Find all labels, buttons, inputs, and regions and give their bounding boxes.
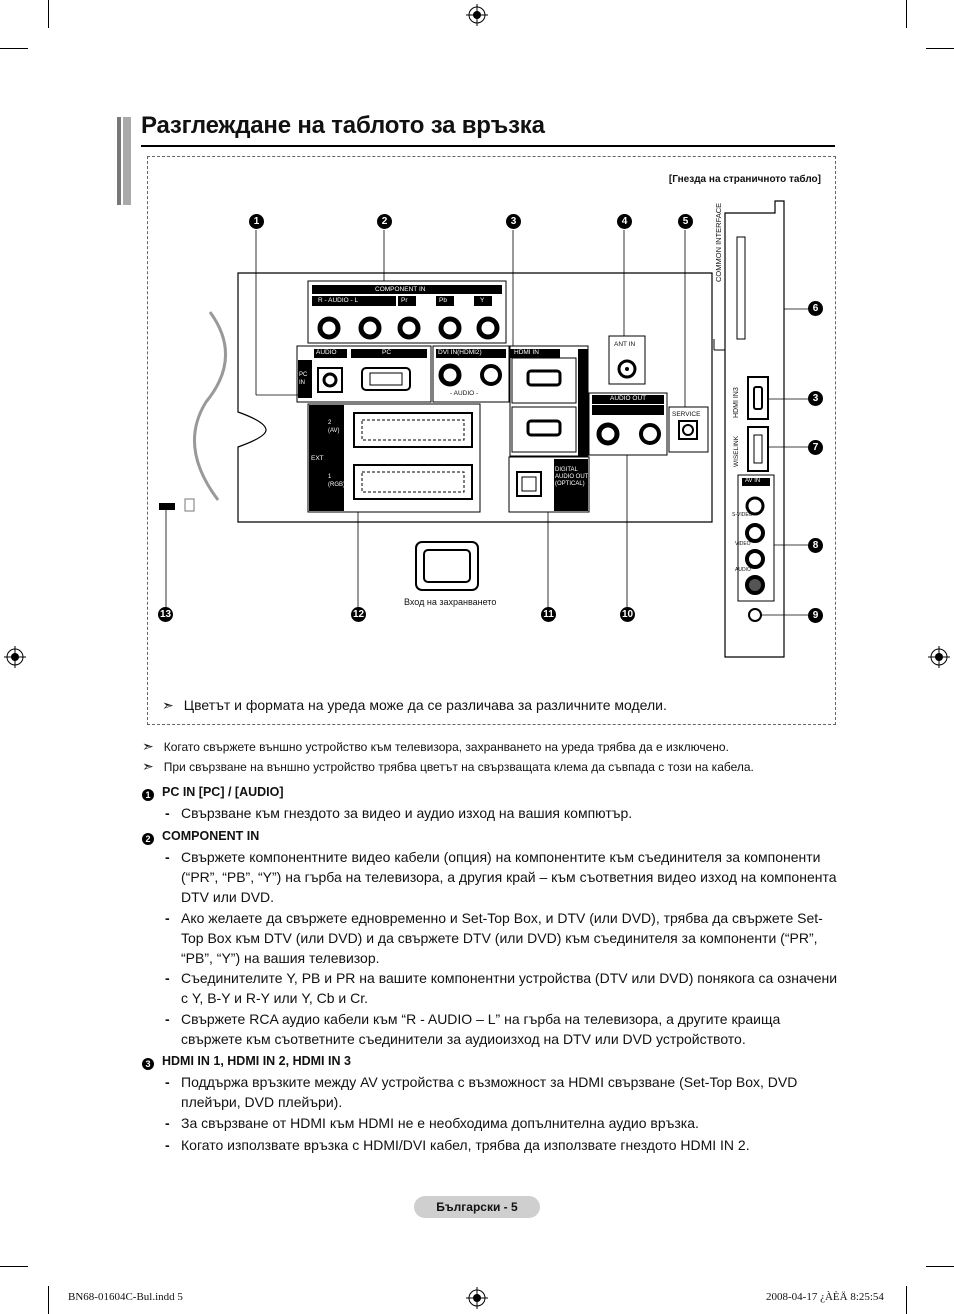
- callout-5: 5: [678, 214, 693, 229]
- side-panel-label: [Гнезда на страничното табло]: [668, 174, 821, 185]
- service-label: SERVICE: [672, 411, 701, 418]
- bullet-text: Свържете RCA аудио кабели към “R - AUDIO…: [181, 1011, 781, 1047]
- note-2: ➣ При свързване на външно устройство тряб…: [142, 758, 754, 775]
- common-interface-label: COMMON INTERFACE: [714, 202, 723, 282]
- callout-8: 8: [808, 538, 823, 553]
- component-audio-label: R - AUDIO - L: [318, 297, 359, 304]
- crop-mark: [926, 1266, 954, 1267]
- power-input-label: Вход на захранването: [404, 597, 497, 607]
- title-accent-bar: [117, 117, 131, 205]
- component-in-label: COMPONENT IN: [375, 286, 426, 293]
- callout-9: 9: [808, 608, 823, 623]
- ext2-label: 2 (AV): [328, 420, 340, 434]
- bullet-text: Свържете компонентните видео кабели (опц…: [181, 849, 837, 905]
- connection-panel-diagram: [Гнезда на страничното табло]: [147, 156, 836, 725]
- callout-3-side: 3: [808, 391, 823, 406]
- note-1: ➣ Когато свържете външно устройство към т…: [142, 738, 729, 755]
- crop-mark: [48, 1286, 49, 1314]
- audio-side-label: AUDIO: [735, 567, 751, 573]
- ext-label: EXT: [311, 455, 324, 462]
- callout-10: 10: [620, 607, 635, 622]
- dvi-in-label: DVI IN(HDMI2): [438, 349, 482, 356]
- note-2-text: При свързване на външно устройство трябв…: [163, 760, 754, 774]
- bullet-text: Свързване към гнездото за видео и аудио …: [181, 805, 633, 821]
- hdmi-in3-label: HDMI IN3: [733, 387, 740, 418]
- s-video-label: S-VIDEO: [732, 512, 753, 518]
- registration-mark-icon: [4, 646, 26, 668]
- callout-6: 6: [808, 301, 823, 316]
- diagram-note-text: Цветът и формата на уреда може да се раз…: [183, 697, 667, 713]
- callout-3: 3: [506, 214, 521, 229]
- hdmi-in-label: HDMI IN: [514, 349, 539, 356]
- note-arrow-icon: ➣: [162, 697, 174, 713]
- section-number: 2: [142, 833, 154, 845]
- pc-in-label: PC IN: [299, 372, 308, 386]
- dvi-audio-label: - AUDIO -: [450, 390, 479, 397]
- callout-13: 13: [158, 607, 173, 622]
- section-number: 1: [142, 789, 154, 801]
- callout-4: 4: [617, 214, 632, 229]
- bullet-text: Ако желаете да свържете едновременно и S…: [181, 910, 823, 966]
- crop-mark: [0, 1266, 28, 1267]
- page-title: Разглеждане на таблото за връзка: [141, 112, 545, 139]
- page-footer: Български - 5: [414, 1196, 540, 1218]
- bullet-text: Съединителите Y, PB и PR на вашите компо…: [181, 970, 838, 1006]
- ant-in-label: ANT IN: [614, 341, 636, 348]
- callout-2: 2: [377, 214, 392, 229]
- title-rule: [141, 145, 835, 147]
- crop-mark: [906, 1286, 907, 1314]
- ext1-label: 1 (RGB): [328, 474, 345, 488]
- bullet-text: Когато използвате връзка с HDMI/DVI кабе…: [181, 1137, 750, 1153]
- pc-label: PC: [382, 349, 392, 356]
- section-title: PC IN [PC] / [AUDIO]: [162, 785, 284, 799]
- pc-audio-label: AUDIO: [316, 349, 337, 356]
- crop-mark: [926, 48, 954, 49]
- note-arrow-icon: ➣: [142, 758, 154, 774]
- section-number: 3: [142, 1058, 154, 1070]
- registration-mark-icon: [928, 646, 950, 668]
- note-arrow-icon: ➣: [142, 738, 154, 754]
- callout-1: 1: [249, 214, 264, 229]
- bullet-text: Поддържа връзките между AV устройства с …: [181, 1074, 798, 1110]
- video-label: VIDEO: [735, 541, 751, 547]
- crop-mark: [0, 48, 28, 49]
- av-in-label: AV IN: [745, 478, 761, 484]
- slug-right: 2008-04-17 ¿ÀÈÄ 8:25:54: [766, 1291, 884, 1303]
- diagram-note: ➣ Цветът и формата на уреда може да се ра…: [162, 697, 667, 714]
- rear-panel-drawing: [159, 200, 808, 658]
- section-heading: 2 COMPONENT IN: [142, 829, 259, 845]
- y-label: Y: [480, 297, 485, 304]
- section-heading: 1 PC IN [PC] / [AUDIO]: [142, 785, 284, 801]
- callout-7: 7: [808, 440, 823, 455]
- digital-audio-out-label: DIGITAL AUDIO OUT (OPTICAL): [555, 467, 589, 487]
- callout-11: 11: [541, 607, 556, 622]
- registration-mark-icon: [466, 1287, 488, 1309]
- pb-label: Pb: [439, 297, 447, 304]
- section-title: COMPONENT IN: [162, 829, 260, 843]
- note-1-text: Когато свържете външно устройство към те…: [163, 740, 729, 754]
- callout-12: 12: [351, 607, 366, 622]
- audio-out-label: AUDIO OUT: [610, 395, 647, 402]
- section-heading: 3 HDMI IN 1, HDMI IN 2, HDMI IN 3: [142, 1054, 351, 1070]
- wiselink-label: WISELINK: [733, 435, 740, 467]
- pr-label: Pr: [401, 297, 408, 304]
- registration-mark-icon: [466, 4, 488, 26]
- crop-mark: [906, 0, 907, 28]
- section-title: HDMI IN 1, HDMI IN 2, HDMI IN 3: [162, 1054, 351, 1068]
- bullet-text: За свързване от HDMI към HDMI не е необх…: [181, 1115, 699, 1131]
- slug-left: BN68-01604C-Bul.indd 5: [68, 1291, 183, 1303]
- crop-mark: [48, 0, 49, 28]
